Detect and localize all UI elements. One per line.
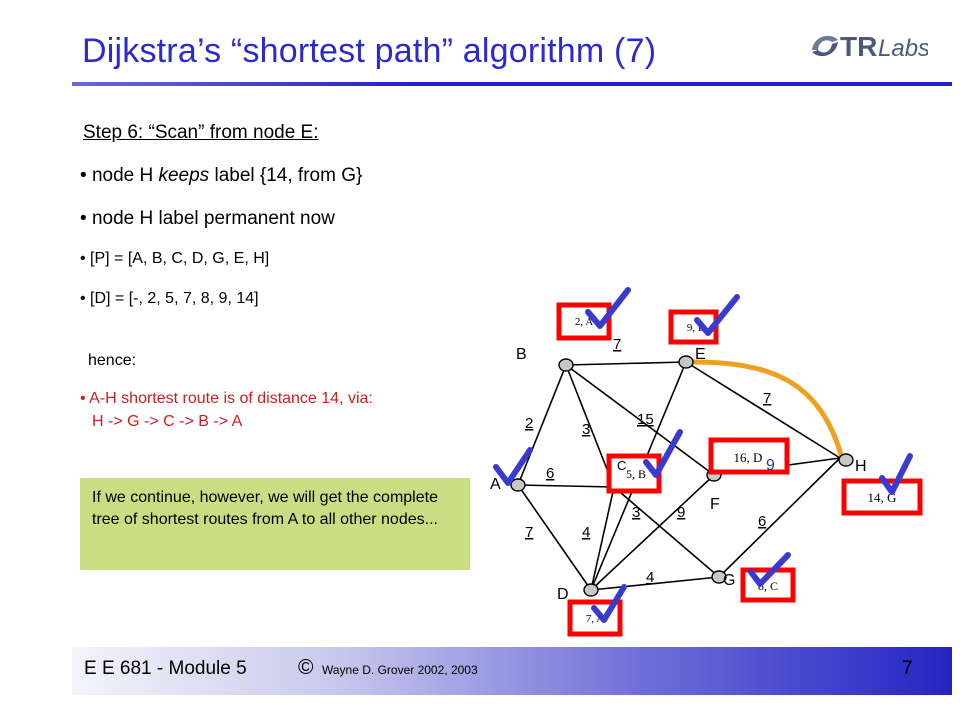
weight-a-d: 7 xyxy=(525,524,533,541)
footer-author: Wayne D. Grover 2002, 2003 xyxy=(322,663,478,677)
check-icon-g xyxy=(748,552,791,587)
node-name-a: A xyxy=(490,476,501,493)
check-icon-h xyxy=(879,453,913,495)
edge-f-d xyxy=(590,474,715,591)
result-text: A-H shortest route is of distance 14, vi… xyxy=(89,390,373,407)
weight-d-g: 4 xyxy=(646,569,654,586)
page-title: Dijkstra’s “shortest path” algorithm (7) xyxy=(82,32,657,70)
bullet-text-emphasis: keeps xyxy=(158,165,210,186)
checkmarks xyxy=(493,287,913,623)
node-name-f: F xyxy=(710,496,720,513)
edge-g-h xyxy=(718,457,841,578)
weight-c-g: 3 xyxy=(632,504,640,521)
weight-b-c: 3 xyxy=(582,421,590,438)
weight-f-d: 9 xyxy=(677,504,685,521)
page-number: 7 xyxy=(902,658,913,679)
node-name-d: D xyxy=(557,586,569,603)
label-overwrite-f: 9 xyxy=(766,457,775,474)
edge-b-e xyxy=(565,361,687,366)
node-names: A B E F G H D xyxy=(490,346,867,603)
title-underline xyxy=(72,82,952,86)
label-box-a: 2, A xyxy=(556,302,612,341)
bullet-text-post: label {14, from G} xyxy=(209,165,363,186)
edge-a-b xyxy=(517,364,567,486)
result-line-2: H -> G -> C -> B -> A xyxy=(92,413,243,430)
edge-a-d xyxy=(517,484,592,591)
label-box-h: 14, G xyxy=(841,478,923,516)
bullet-text: node H label permanent now xyxy=(91,208,335,229)
node-d xyxy=(583,583,599,597)
step-heading: Step 6: “Scan” from node E: xyxy=(83,122,319,143)
bullet-permanent-set: • [P] = [A, B, C, D, G, E, H] xyxy=(80,250,270,267)
weight-a-c: 6 xyxy=(546,465,554,482)
footer-module: E E 681 - Module 5 xyxy=(84,658,247,679)
node-a xyxy=(510,478,526,492)
bullet-text-pre: node H xyxy=(91,165,159,186)
bullet-node-h-permanent: • node H label permanent now xyxy=(80,208,335,229)
logo-swirl-icon xyxy=(812,35,838,57)
weight-b-e: 7 xyxy=(613,336,621,353)
weight-b-f: 15 xyxy=(637,411,654,428)
logo-tr: TR xyxy=(840,31,877,62)
node-h xyxy=(838,453,854,467)
footer-bar xyxy=(72,647,952,695)
node-name-g: G xyxy=(723,572,735,589)
label-text-h: 14, G xyxy=(868,490,897,505)
label-node-c: C xyxy=(617,458,626,473)
bullet-node-h-keeps: • node H keeps label {14, from G} xyxy=(80,165,363,186)
edge-c-g xyxy=(613,486,720,578)
check-icon-a xyxy=(585,287,631,329)
node-b xyxy=(558,358,574,372)
check-icon-c xyxy=(643,429,683,478)
weight-c-d: 4 xyxy=(582,524,590,541)
edge-c-d xyxy=(590,486,615,591)
label-box-c: C 5, B xyxy=(606,453,662,494)
continuation-note: If we continue, however, we will get the… xyxy=(80,478,470,570)
highlight-path-e-h xyxy=(691,359,845,459)
node-g xyxy=(711,570,727,584)
node-name-h: H xyxy=(855,458,867,475)
edge-b-c xyxy=(565,364,615,488)
hence-label: hence: xyxy=(88,352,137,369)
node-name-e: E xyxy=(695,346,706,363)
graph-edges xyxy=(517,361,841,591)
edge-e-h xyxy=(685,361,841,459)
label-text-a: 2, A xyxy=(575,316,593,328)
check-icon-b xyxy=(694,294,740,336)
copyright-icon: © xyxy=(298,656,314,679)
label-box-f: 16, D 9 xyxy=(708,437,790,475)
trlabs-logo: TR Labs xyxy=(812,31,928,62)
bullet-text: [P] = [A, B, C, D, G, E, H] xyxy=(90,250,270,267)
check-icon-d xyxy=(591,584,627,623)
label-text-f: 16, D xyxy=(734,450,763,465)
edge-b-f xyxy=(565,364,715,476)
weight-a-b: 2 xyxy=(525,415,533,432)
logo-labs: Labs xyxy=(878,35,928,62)
edge-weights: 7 2 3 15 7 6 7 4 3 9 6 4 xyxy=(525,336,771,586)
label-text-c: 5, B xyxy=(626,467,646,481)
edge-a-c xyxy=(517,484,615,488)
node-name-b: B xyxy=(516,346,527,363)
node-e xyxy=(678,355,694,369)
weight-f-g: 6 xyxy=(758,513,766,530)
edge-d-g xyxy=(590,576,720,591)
weight-e-h: 7 xyxy=(763,390,771,407)
result-line-1: • A-H shortest route is of distance 14, … xyxy=(80,390,373,407)
bullet-text: [D] = [-, 2, 5, 7, 8, 9, 14] xyxy=(90,290,259,307)
check-icon-a-node xyxy=(493,447,533,486)
bullet-distance-set: • [D] = [-, 2, 5, 7, 8, 9, 14] xyxy=(80,290,259,307)
